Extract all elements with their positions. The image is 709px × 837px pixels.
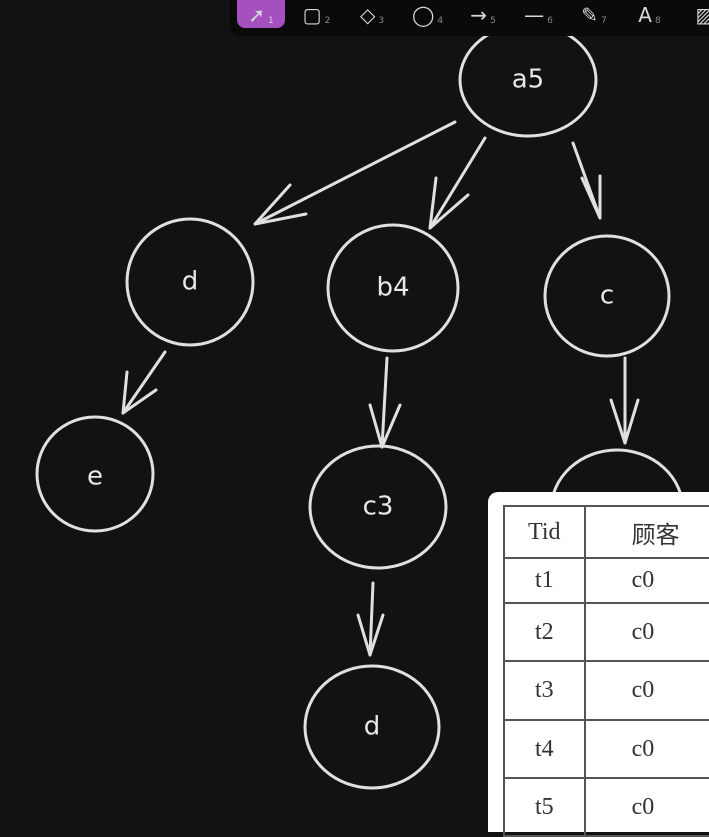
rectangle-icon: ▢ xyxy=(302,3,322,27)
arrow-c-child[interactable] xyxy=(609,356,640,445)
table-header-row: Tid 顾客 xyxy=(503,505,709,559)
ellipse-icon: ◯ xyxy=(411,3,435,27)
cell-tid: t1 xyxy=(503,557,586,604)
node-label-a5: a5 xyxy=(512,65,544,95)
tool-ellipse[interactable]: ◯4 xyxy=(404,0,452,28)
arrow-a5-c[interactable] xyxy=(571,141,602,220)
cell-customer: c0 xyxy=(583,777,709,837)
node-label-d-bottom: d xyxy=(364,712,381,742)
tool-shortcut: 1 xyxy=(268,16,274,26)
tool-shortcut: 6 xyxy=(547,16,553,26)
node-label-d: d xyxy=(182,267,199,297)
node-label-e: e xyxy=(87,462,103,492)
arrow-icon: → xyxy=(470,3,488,27)
node-e[interactable] xyxy=(35,415,155,533)
arrow-a5-b4[interactable] xyxy=(428,136,487,230)
tool-image[interactable]: ▨ xyxy=(681,0,709,28)
tool-line[interactable]: —6 xyxy=(515,0,563,28)
node-label-c3: c3 xyxy=(363,492,394,522)
cell-tid: t3 xyxy=(503,660,586,721)
cell-customer: c0 xyxy=(583,719,709,779)
node-c3[interactable] xyxy=(308,444,448,570)
cell-customer: c0 xyxy=(583,557,709,604)
arrow-d-e[interactable] xyxy=(121,350,167,415)
node-c[interactable] xyxy=(543,234,671,358)
cell-customer: c0 xyxy=(583,602,709,662)
header-tid: Tid xyxy=(503,505,586,559)
arrow-b4-c3[interactable] xyxy=(368,356,402,449)
arrow-a5-d[interactable] xyxy=(253,120,457,226)
cell-customer: c0 xyxy=(583,660,709,721)
node-b4[interactable] xyxy=(326,223,460,353)
node-label-b4: b4 xyxy=(376,273,409,303)
tool-shortcut: 5 xyxy=(490,16,496,26)
cell-tid: t5 xyxy=(503,777,586,837)
node-d[interactable] xyxy=(125,217,255,347)
tool-shortcut: 4 xyxy=(437,16,444,26)
text-icon: A xyxy=(638,3,652,27)
image-icon: ▨ xyxy=(695,3,709,27)
tool-selection[interactable]: ➚1 xyxy=(237,0,285,28)
diamond-icon: ◇ xyxy=(359,3,376,27)
tool-shortcut: 3 xyxy=(378,16,385,26)
drawing-canvas[interactable]: a5 d b4 c e c3 d xyxy=(0,0,709,818)
tool-shortcut: 2 xyxy=(324,16,331,26)
cursor-icon: ➚ xyxy=(248,3,266,27)
cell-tid: t2 xyxy=(503,602,586,662)
header-customer: 顾客 xyxy=(583,505,709,559)
arrow-c3-d[interactable] xyxy=(356,581,385,657)
cell-tid: t4 xyxy=(503,719,586,779)
node-label-c: c xyxy=(600,281,614,311)
tool-draw[interactable]: ✎7 xyxy=(570,0,618,28)
node-d-bottom[interactable] xyxy=(303,664,441,790)
tool-shortcut: 8 xyxy=(654,16,661,26)
pencil-icon: ✎ xyxy=(581,3,599,27)
tool-shortcut: 7 xyxy=(601,16,607,26)
line-icon: — xyxy=(524,3,545,27)
tool-rectangle[interactable]: ▢2 xyxy=(293,0,341,28)
tool-arrow[interactable]: →5 xyxy=(459,0,507,28)
tool-diamond[interactable]: ◇3 xyxy=(348,0,396,28)
